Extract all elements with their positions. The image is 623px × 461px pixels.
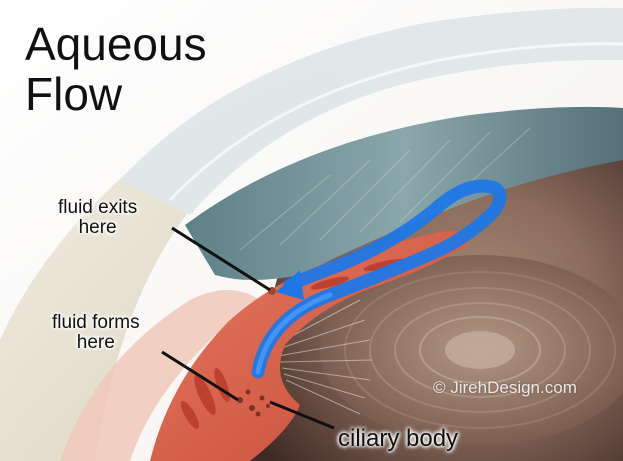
label-fluid-exits: fluid exits here xyxy=(58,198,137,238)
label-fluid-forms-line1: fluid forms xyxy=(52,313,140,333)
label-ciliary-body: ciliary body xyxy=(338,426,458,451)
copyright-credit: © JirehDesign.com xyxy=(433,378,577,398)
label-fluid-exits-line2: here xyxy=(58,218,137,238)
title-line-2: Flow xyxy=(25,70,122,118)
label-fluid-forms-line2: here xyxy=(52,333,140,353)
title-line-1: Aqueous xyxy=(25,20,207,68)
label-fluid-forms: fluid forms here xyxy=(52,313,140,353)
label-fluid-exits-line1: fluid exits xyxy=(58,198,137,218)
